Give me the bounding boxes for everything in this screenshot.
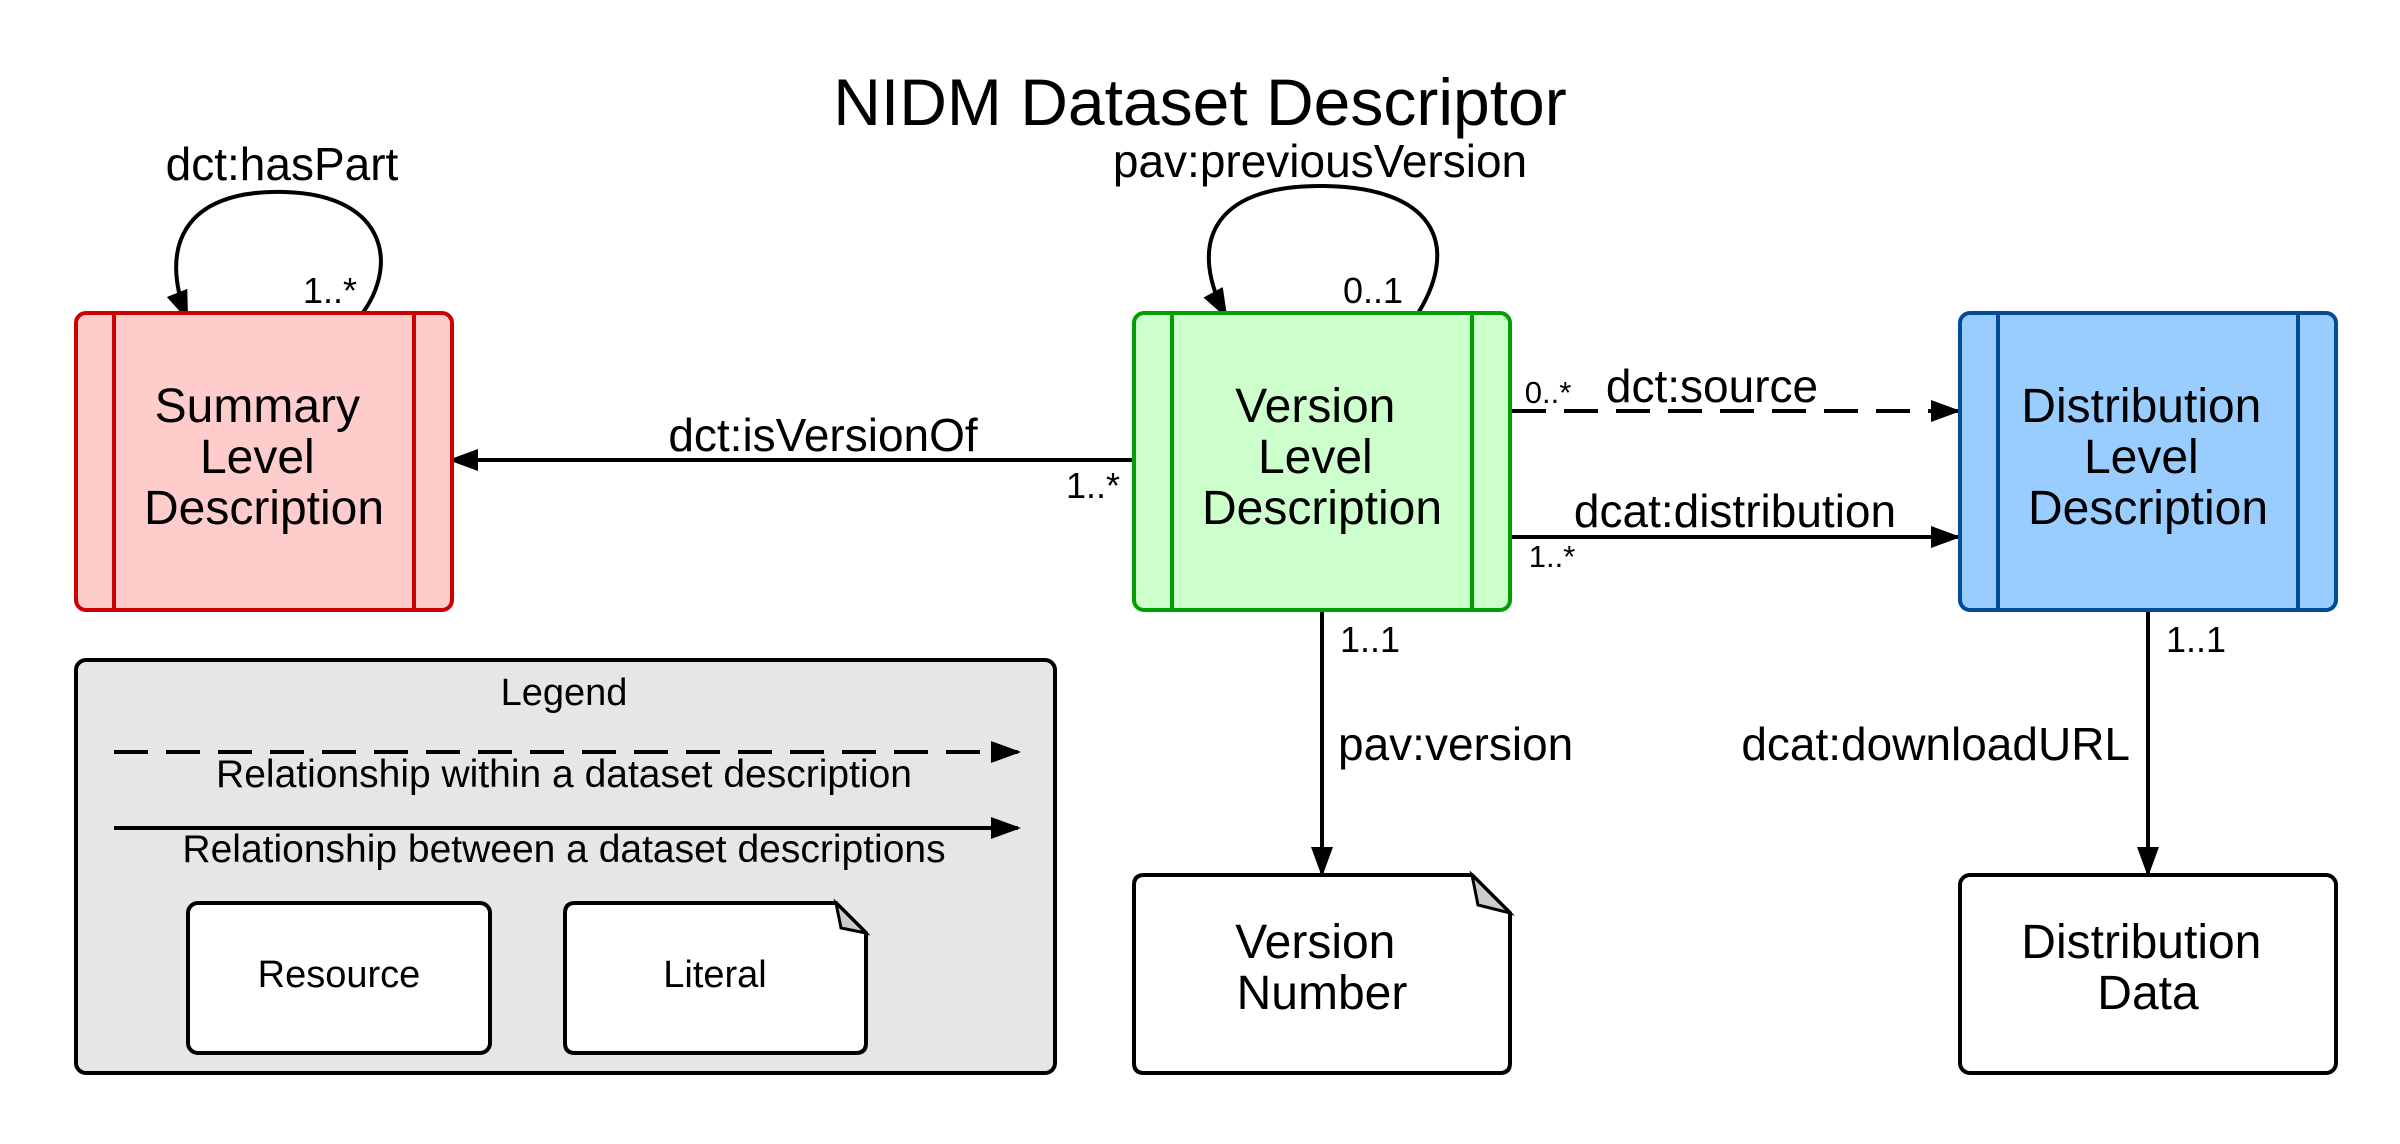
edge-download-url[interactable]: dcat:downloadURL 1..1 [1741,608,2226,877]
distribution-box [1958,311,2338,612]
is-version-of-label: dct:isVersionOf [668,409,978,461]
source-multiplicity: 0..* [1525,375,1572,410]
version-number-label: Version Number [1235,916,1408,1020]
edge-distribution[interactable]: dcat:distribution 1..* [1512,485,1961,574]
node-distribution-level-description[interactable]: Distribution Level Description [1958,311,2338,612]
diagram-title: NIDM Dataset Descriptor [833,65,1567,139]
distribution-edge-label: dcat:distribution [1574,485,1896,537]
distribution-data-box [1958,873,2338,1075]
legend-literal-sample: Literal [563,898,871,1055]
is-version-of-multiplicity: 1..* [1066,465,1120,506]
legend-title: Legend [501,672,628,714]
previous-version-loop-line [1203,183,1440,320]
edge-source[interactable]: dct:source 0..* [1512,360,1961,422]
node-version-level-description[interactable]: Version Level Description [1132,311,1512,612]
legend-literal-shape [563,901,868,1055]
legend: Legend Relationship within a dataset des… [74,658,1057,1075]
legend-resource-sample: Resource [186,901,492,1055]
edge-version[interactable]: pav:version 1..1 [1311,608,1573,877]
distribution-label: Distribution Level Description [2021,380,2274,535]
has-part-label: dct:hasPart [166,138,399,190]
has-part-multiplicity: 1..* [303,270,357,311]
edge-is-version-of[interactable]: dct:isVersionOf 1..* [448,409,1132,506]
node-summary-level-description[interactable]: Summary Level Description [74,311,454,612]
summary-box [74,311,454,612]
node-distribution-data[interactable]: Distribution Data [1958,873,2338,1075]
download-url-label: dcat:downloadURL [1741,718,2130,770]
edge-has-part[interactable]: dct:hasPart 1..* [166,138,399,322]
distribution-data-label: Distribution Data [2021,916,2274,1020]
version-label: Version Level Description [1202,380,1442,535]
legend-resource-label: Resource [258,954,421,996]
version-number-fold [1469,870,1515,916]
node-version-number[interactable]: Version Number [1132,870,1515,1075]
summary-label: Summary Level Description [144,380,384,535]
has-part-loop-line [166,189,383,322]
previous-version-multiplicity: 0..1 [1343,270,1403,311]
edge-previous-version[interactable]: pav:previousVersion 0..1 [1113,135,1527,320]
legend-literal-label: Literal [663,954,767,996]
source-label: dct:source [1606,360,1818,412]
previous-version-label: pav:previousVersion [1113,135,1527,187]
version-edge-label: pav:version [1338,718,1573,770]
distribution-multiplicity: 1..* [1529,539,1576,574]
legend-resource-box [186,901,492,1055]
version-multiplicity: 1..1 [1340,619,1400,660]
legend-literal-fold [833,898,871,936]
legend-dashed-label: Relationship within a dataset descriptio… [216,753,912,796]
legend-solid-label: Relationship between a dataset descripti… [182,828,945,871]
version-number-shape [1132,873,1512,1075]
version-box [1132,311,1512,612]
download-url-multiplicity: 1..1 [2166,619,2226,660]
